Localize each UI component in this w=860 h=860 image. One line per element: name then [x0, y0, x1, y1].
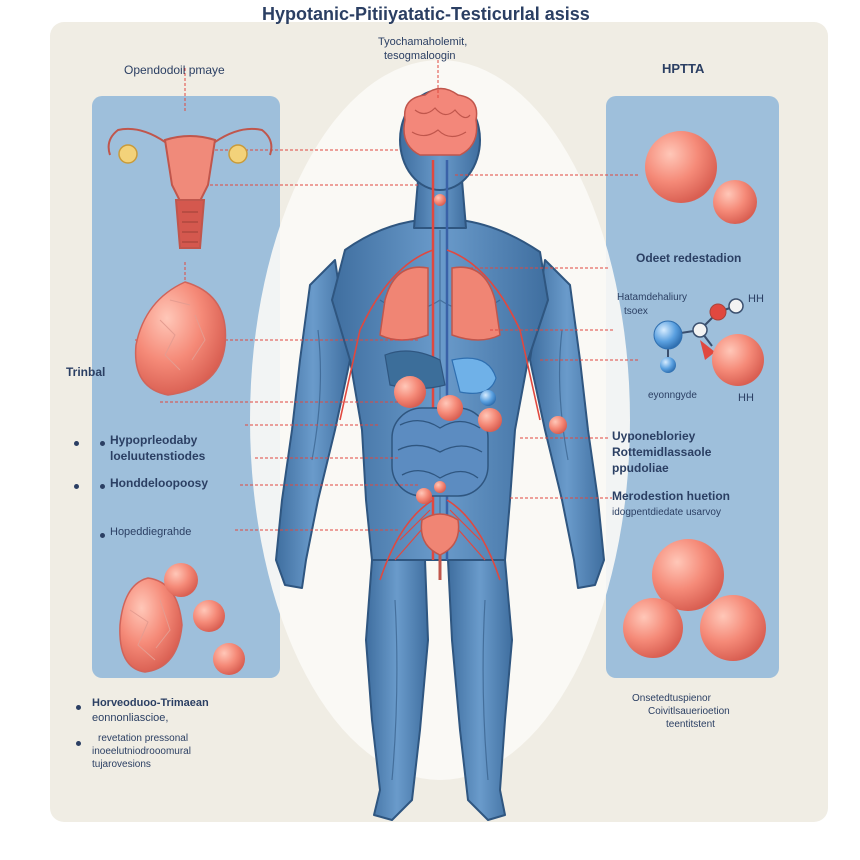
- hpta-label: HPTTA: [662, 61, 705, 76]
- sphere-left-1: [164, 563, 198, 597]
- atom-blue-2: [660, 357, 676, 373]
- left-lung: [379, 266, 429, 341]
- gland-3: [478, 408, 502, 432]
- ovary-right: [228, 144, 248, 164]
- right-leg: [447, 559, 513, 821]
- left-bullet2: Honddeloopoosy: [110, 476, 208, 490]
- bullet-dot: [76, 741, 81, 746]
- sphere-left-3: [213, 643, 245, 675]
- gland-pituitary: [434, 194, 446, 206]
- atom-white-2: [728, 298, 744, 314]
- hh-top-label: HH: [748, 293, 764, 305]
- tribal-label: Trinbal: [66, 365, 106, 379]
- uterus-illustration: [107, 127, 273, 249]
- molecule-label-line1: Hatamdehaliury: [617, 292, 688, 303]
- gland-7: [549, 416, 567, 434]
- atom-blue: [653, 320, 683, 350]
- footer-right-line3: teentitstent: [666, 719, 715, 730]
- right-lung: [451, 266, 501, 341]
- footer-left-bullet1-line2: eonnonliascioe,: [92, 712, 169, 724]
- left-bullet1-line1: Hypoprleodaby: [110, 433, 198, 447]
- brain: [403, 87, 478, 156]
- ovary-label: Opendodoil pmaye: [124, 63, 225, 77]
- right-group1-line2: Rottemidlassaole: [612, 445, 712, 459]
- sphere-right-large: [645, 131, 717, 203]
- odect-label: Odeet redestadion: [636, 251, 742, 265]
- atom-red: [709, 303, 727, 321]
- bullet-dot: [74, 441, 79, 446]
- left-bullet3: Hopeddiegrahde: [110, 526, 192, 538]
- diagram-title: Hypotanic-Pitiiyatatic-Testicurlal asiss: [262, 4, 590, 24]
- sphere-left-2: [193, 600, 225, 632]
- gland-5: [416, 488, 432, 504]
- bullet-dot: [76, 705, 81, 710]
- bullet-dot: [100, 484, 105, 489]
- bullet-dot: [100, 533, 105, 538]
- sphere-right-small: [713, 180, 757, 224]
- footer-right-line1: Onsetedtuspienor: [632, 693, 711, 704]
- stomach: [451, 357, 497, 394]
- sphere-right-bottom-2: [623, 598, 683, 658]
- sphere-right-bottom-1: [652, 539, 724, 611]
- ovary-left: [118, 144, 138, 164]
- sphere-right-mid: [712, 334, 764, 386]
- hh-bottom-label: HH: [738, 392, 754, 404]
- top-label-line2: tesogmaloogin: [384, 50, 456, 62]
- molecule-label-line2: tsoex: [624, 306, 648, 317]
- left-bullet1-line2: loeluutenstiodes: [110, 449, 206, 463]
- footer-left-bullet2-line2: inoeelutniodrooomural: [92, 746, 191, 757]
- right-group1-line1: Uyponebloriey: [612, 429, 696, 443]
- gland-2: [437, 395, 463, 421]
- gland-1: [394, 376, 426, 408]
- footer-right-line2: Coivitlsauerioetion: [648, 706, 730, 717]
- left-arm: [275, 259, 351, 589]
- footer-left-bullet2-line3: tujarovesions: [92, 759, 151, 770]
- organ-bottom-left: [119, 577, 183, 673]
- bullet-dot: [74, 484, 79, 489]
- right-group1-line3: ppudoliae: [612, 461, 669, 475]
- footer-left-bullet2-line1: revetation pressonal: [98, 733, 189, 744]
- bullet-dot: [100, 441, 105, 446]
- gland-6: [434, 481, 446, 493]
- atom-white: [692, 322, 708, 338]
- top-label-line1: Tyochamaholemit,: [378, 36, 468, 48]
- gland-4: [480, 390, 496, 406]
- atom-red-wedge: [700, 340, 715, 360]
- glycine-label: eyonngyde: [648, 390, 697, 401]
- footer-left-bullet1-line1: Horveoduoo-Trimaean: [92, 697, 209, 709]
- sphere-right-bottom-3: [700, 595, 766, 661]
- right-group2-line1: Merodestion huetion: [612, 489, 730, 503]
- testis-large: [134, 281, 227, 396]
- right-group2-line2: idogpentdiedate usarvoy: [612, 507, 721, 518]
- bladder: [420, 513, 460, 556]
